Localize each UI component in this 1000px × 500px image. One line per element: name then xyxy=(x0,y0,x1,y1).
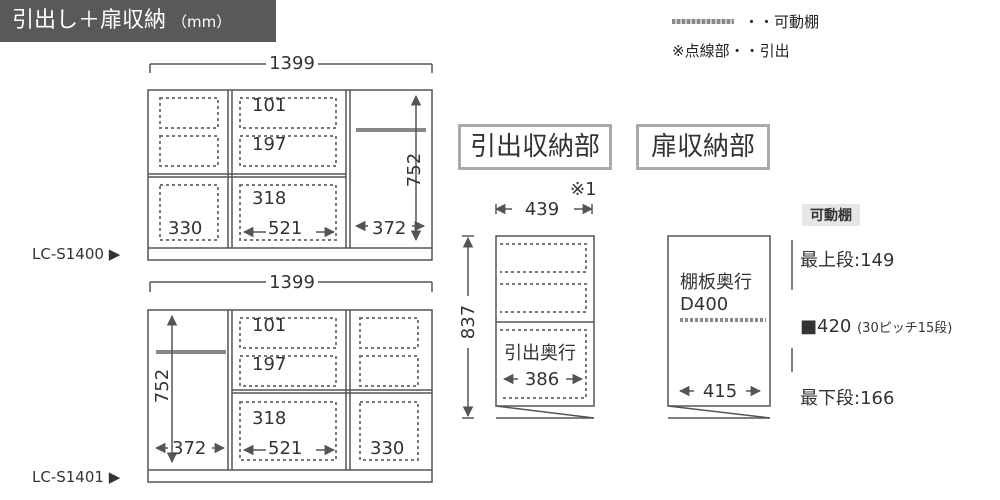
dim-330-top: 330 xyxy=(168,218,202,239)
door-inner-label-1: 棚板奥行 xyxy=(680,272,752,293)
dim-752-bottom: 752 xyxy=(152,369,173,403)
movable-shelf xyxy=(156,350,226,354)
width-label-top: 1399 xyxy=(269,53,315,74)
shelf-pitch-spec: ■420 (30ピッチ15段) xyxy=(800,316,952,337)
title-text: 引出し＋扉収納 xyxy=(12,8,167,33)
drawer-width: 439 xyxy=(525,199,559,220)
movable-shelf-label: 可動棚 xyxy=(802,204,860,226)
drawer-side-view xyxy=(462,203,595,419)
dim-318-bottom: 318 xyxy=(252,408,286,429)
dim-318-top: 318 xyxy=(252,188,286,209)
dim-330-bottom: 330 xyxy=(370,438,404,459)
shelf-top-spec: 最上段:149 xyxy=(800,250,895,271)
dim-197-bottom: 197 xyxy=(252,354,286,375)
drawer-inner-label: 引出奥行 xyxy=(504,343,576,364)
drawer-note: ※1 xyxy=(570,179,597,200)
legend-dash-label: ・・可動棚 xyxy=(744,13,820,31)
dim-197-top: 197 xyxy=(252,134,286,155)
model-label-lc-s1400: LC-S1400 ▶ xyxy=(32,245,121,263)
title-unit: （mm） xyxy=(172,13,232,31)
shelf-pitch-value: ■420 xyxy=(800,316,852,337)
door-storage-heading: 扉収納部 xyxy=(636,124,770,170)
width-label-bottom: 1399 xyxy=(269,272,315,293)
dim-372-top: 372 xyxy=(372,218,406,239)
drawer-inner-value: 386 xyxy=(525,369,559,390)
cabinet-lc-s1401 xyxy=(147,281,433,483)
door-inner-label-2: D400 xyxy=(680,294,728,315)
dim-752-top: 752 xyxy=(404,153,425,187)
movable-shelf xyxy=(356,128,426,132)
title-badge: 引出し＋扉収納 （mm） xyxy=(0,0,276,42)
cabinet-lc-s1400 xyxy=(147,63,433,261)
cabinet-outline xyxy=(147,89,433,261)
cabinet-outline xyxy=(147,309,433,483)
dim-372-bottom: 372 xyxy=(172,438,206,459)
dim-101-top: 101 xyxy=(252,95,286,116)
legend-dotted-label: ※点線部・・引出 xyxy=(672,42,790,60)
dim-521-bottom: 521 xyxy=(268,438,302,459)
door-width: 415 xyxy=(703,381,737,402)
shelf-bottom-spec: 最下段:166 xyxy=(800,388,895,409)
drawer-height: 837 xyxy=(458,305,479,339)
model-label-lc-s1401: LC-S1401 ▶ xyxy=(32,468,121,486)
dim-101-bottom: 101 xyxy=(252,315,286,336)
door-side-view xyxy=(667,235,793,419)
drawer-storage-heading: 引出収納部 xyxy=(458,124,612,170)
dim-521-top: 521 xyxy=(268,218,302,239)
shelf-pitch-note: (30ピッチ15段) xyxy=(857,321,953,336)
legend-dash-swatch xyxy=(672,19,734,24)
